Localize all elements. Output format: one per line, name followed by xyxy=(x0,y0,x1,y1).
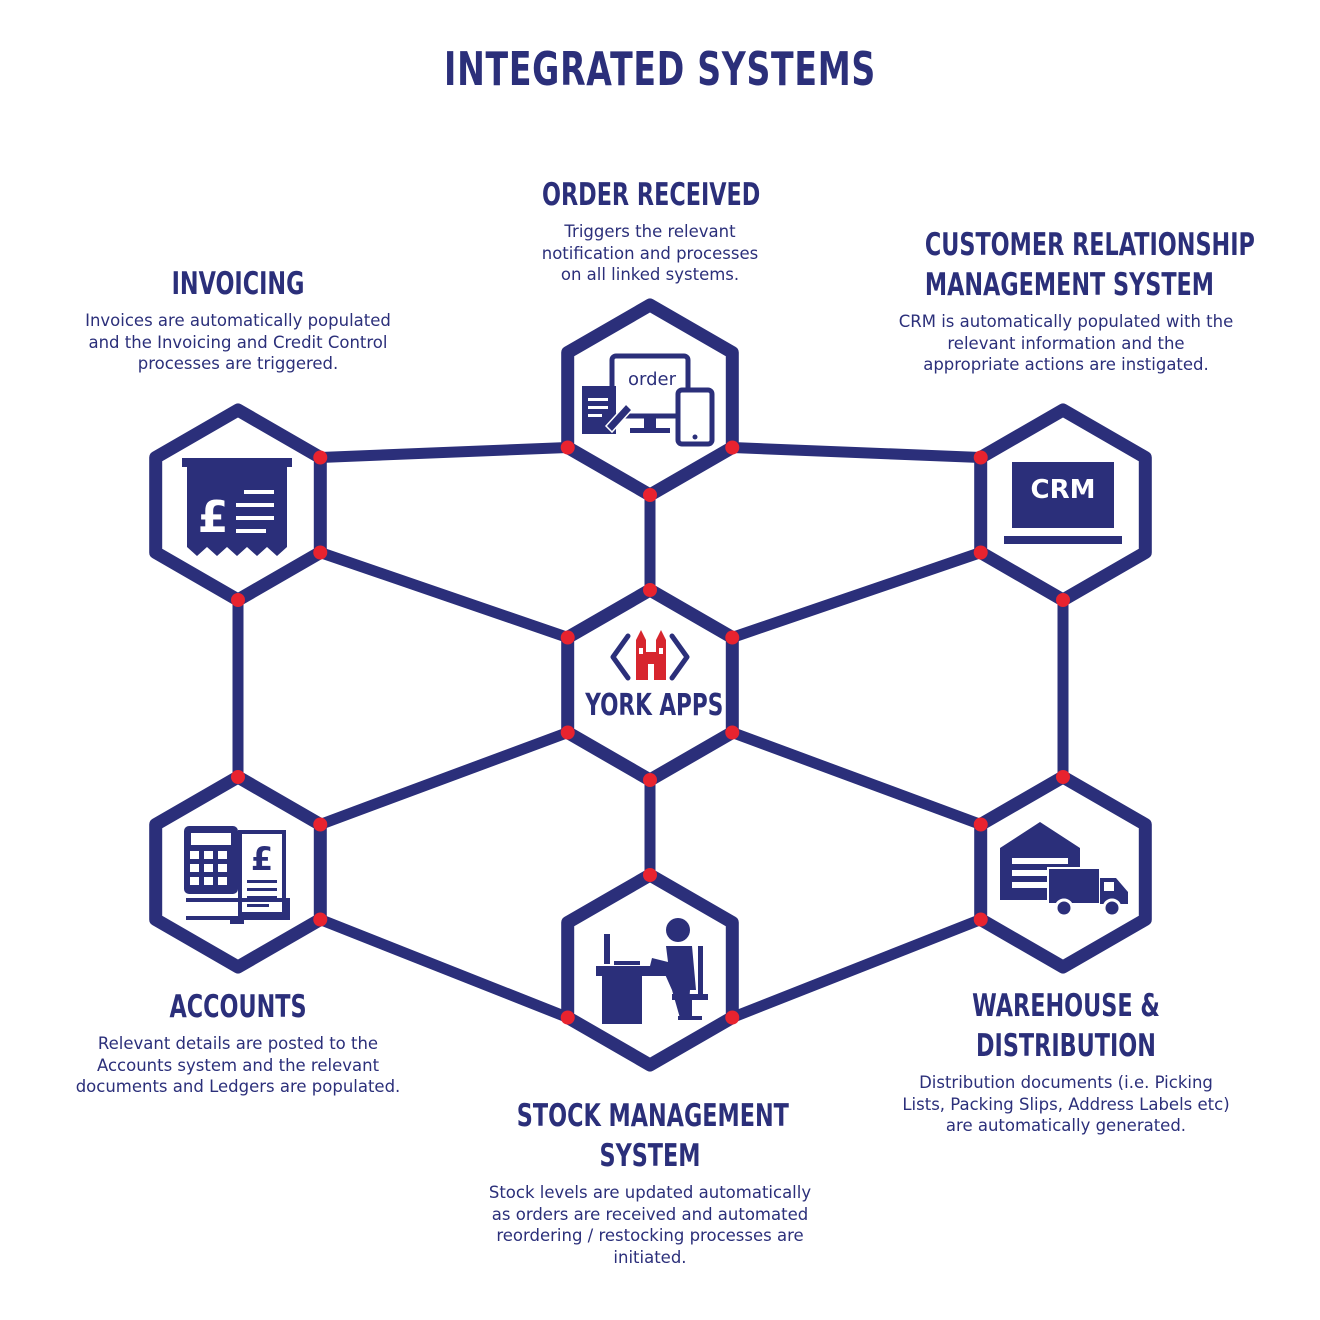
connection-dot xyxy=(560,630,575,645)
connector-accounts-stock xyxy=(318,914,570,1023)
order-received-description: Triggers the relevant notification and p… xyxy=(541,222,759,284)
connection-dot xyxy=(725,630,740,645)
calculator-ledger-icon: £ xyxy=(184,826,290,924)
connector-stock-warehouse xyxy=(730,914,983,1023)
connection-dot xyxy=(643,583,657,597)
connection-dot xyxy=(231,593,245,607)
desk-worker-icon xyxy=(596,918,708,1024)
connection-dot xyxy=(231,770,245,784)
crm-heading-line-2: MANAGEMENT SYSTEM xyxy=(924,267,1215,303)
icons: £ xyxy=(182,353,1128,1024)
stock-description: Stock levels are updated automatically a… xyxy=(488,1183,812,1267)
connection-dot xyxy=(1056,593,1070,607)
connection-dot xyxy=(643,868,657,882)
stock-heading-line-1: STOCK MANAGEMENT xyxy=(516,1098,789,1134)
crm-block: CUSTOMER RELATIONSHIP MANAGEMENT SYSTEM … xyxy=(870,225,1262,376)
connection-dot xyxy=(973,545,988,560)
warehouse-description: Distribution documents (i.e. Picking Lis… xyxy=(902,1073,1230,1135)
connection-dot xyxy=(560,1010,575,1025)
connection-dot xyxy=(560,725,575,740)
connection-dot xyxy=(313,545,328,560)
invoicing-heading: INVOICING xyxy=(171,266,305,302)
connection-dot xyxy=(643,773,657,787)
invoicing-block: INVOICING Invoices are automatically pop… xyxy=(48,264,428,375)
connector-lines xyxy=(232,442,1069,1023)
connector-invoicing-center xyxy=(318,547,570,643)
connection-dot xyxy=(973,817,988,832)
order-received-heading: ORDER RECEIVED xyxy=(542,177,761,213)
svg-text:£: £ xyxy=(198,492,229,543)
crm-heading-line-1: CUSTOMER RELATIONSHIP xyxy=(924,227,1255,263)
connector-order-crm xyxy=(732,442,981,463)
warehouse-heading-line-2: DISTRIBUTION xyxy=(976,1028,1156,1064)
order-received-block: ORDER RECEIVED Triggers the relevant not… xyxy=(500,175,800,286)
invoicing-description: Invoices are automatically populated and… xyxy=(85,311,391,373)
connector-warehouse-center xyxy=(730,727,983,830)
connection-dot xyxy=(313,912,328,927)
connector-crm-center xyxy=(730,547,983,643)
connector-invoicing-order xyxy=(320,442,568,463)
connection-dot xyxy=(973,450,988,465)
order-icon-text: order xyxy=(628,369,676,390)
connection-dot xyxy=(973,912,988,927)
crm-laptop-icon xyxy=(1004,462,1122,544)
connection-dot xyxy=(725,440,740,455)
connector-accounts-center xyxy=(318,727,570,830)
connection-dot xyxy=(313,450,328,465)
warehouse-heading-line-1: WAREHOUSE & xyxy=(972,988,1160,1024)
connection-dot xyxy=(313,817,328,832)
connection-dot xyxy=(1056,770,1070,784)
page-title: INTEGRATED SYSTEMS xyxy=(444,42,876,96)
warehouse-block: WAREHOUSE & DISTRIBUTION Distribution do… xyxy=(875,986,1257,1137)
hexagon-center xyxy=(561,583,739,787)
connection-dot xyxy=(725,725,740,740)
accounts-heading: ACCOUNTS xyxy=(169,989,307,1025)
order-devices-icon xyxy=(582,353,715,447)
stock-heading-line-2: SYSTEM xyxy=(599,1138,701,1174)
center-label: YORK APPS xyxy=(585,688,724,723)
warehouse-truck-icon xyxy=(1000,822,1128,918)
svg-text:£: £ xyxy=(251,840,273,878)
invoice-receipt-icon: £ xyxy=(182,458,292,556)
connection-dots xyxy=(231,440,1070,1025)
york-minster-code-icon xyxy=(610,630,690,681)
accounts-description: Relevant details are posted to the Accou… xyxy=(75,1034,401,1096)
connection-dot xyxy=(643,488,657,502)
connection-dot xyxy=(725,1010,740,1025)
connection-dot xyxy=(560,440,575,455)
accounts-block: ACCOUNTS Relevant details are posted to … xyxy=(48,987,428,1098)
stock-management-block: STOCK MANAGEMENT SYSTEM Stock levels are… xyxy=(465,1096,835,1268)
crm-description: CRM is automatically populated with the … xyxy=(898,312,1234,374)
crm-icon-text: CRM xyxy=(1030,475,1096,505)
